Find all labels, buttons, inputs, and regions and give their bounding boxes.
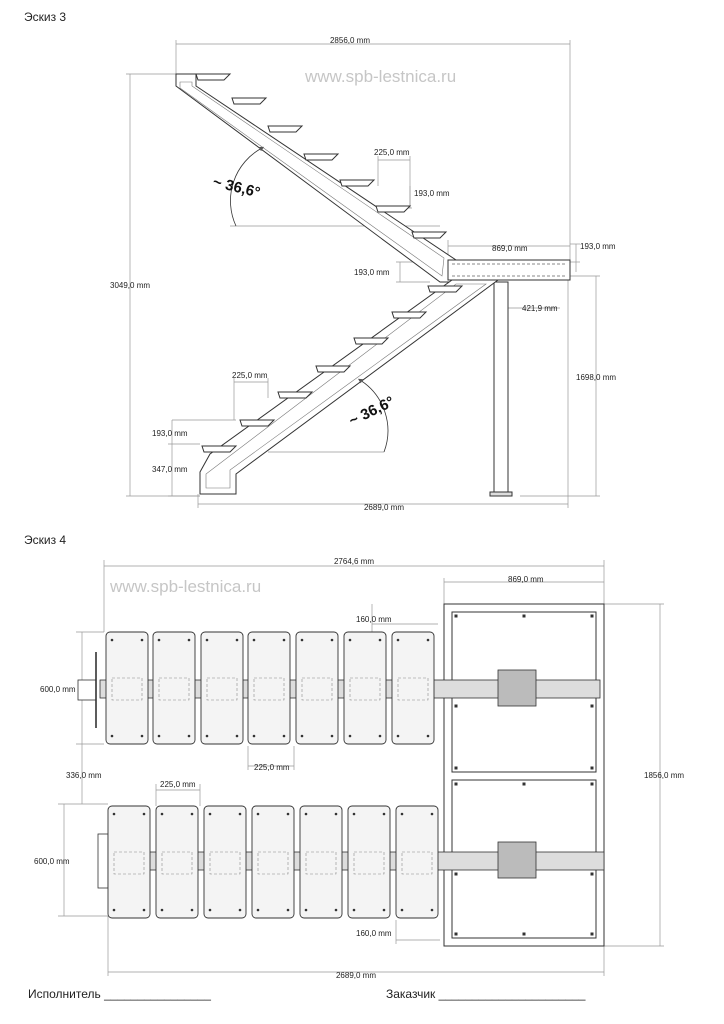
landing-bolt xyxy=(522,782,526,786)
upper-flight-tread-plate xyxy=(200,631,244,745)
sketch3-title: Эскиз 3 xyxy=(24,10,66,24)
lower-flight-tread-plate xyxy=(203,805,247,919)
upper-flight-tread-plate xyxy=(391,631,435,745)
dim-flight-width-lower: 600,0 mm xyxy=(34,857,70,866)
upper-tread xyxy=(267,125,304,133)
lower-tread xyxy=(353,337,390,345)
dim-tread-pitch-upper: 225,0 mm xyxy=(254,763,290,772)
dim-landing-thickness: 193,0 mm xyxy=(580,242,616,251)
dim-post-height: 1698,0 mm xyxy=(576,373,616,382)
sketch3-dimension-lines xyxy=(126,40,600,508)
landing-bolt xyxy=(590,614,594,618)
dim-riser-mid: 193,0 mm xyxy=(354,268,390,277)
dim-riser-upper: 193,0 mm xyxy=(414,189,450,198)
landing-bolt xyxy=(522,932,526,936)
dim-tread-lower: 225,0 mm xyxy=(232,371,268,380)
dim-total-width: 2856,0 mm xyxy=(330,36,370,45)
landing-bolt xyxy=(454,782,458,786)
landing-bolt xyxy=(590,872,594,876)
landing-bolt xyxy=(590,766,594,770)
landing-platform xyxy=(447,259,571,497)
landing-bracket-lower xyxy=(497,841,537,879)
upper-tread xyxy=(303,153,340,161)
dim-gap-bottom: 160,0 mm xyxy=(356,929,392,938)
performer-signature: Исполнитель ________________ xyxy=(28,987,211,1001)
lower-tread xyxy=(427,285,464,293)
upper-flight-tread-plate xyxy=(343,631,387,745)
upper-tread-group xyxy=(195,73,448,239)
lower-flight-tread-plate xyxy=(299,805,343,919)
landing-bolt xyxy=(590,704,594,708)
lower-stringer xyxy=(199,279,500,495)
upper-flight-tread-plate xyxy=(105,631,149,745)
lower-start-plate xyxy=(97,833,109,889)
lower-flight-tread-plate xyxy=(395,805,439,919)
upper-tread xyxy=(339,179,376,187)
sketch3-watermark: www.spb-lestnica.ru xyxy=(304,67,456,86)
dim-landing-length: 869,0 mm xyxy=(492,244,528,253)
sketch4-dimension-lines xyxy=(58,560,664,976)
upper-tread xyxy=(411,231,448,239)
landing-frame xyxy=(443,603,605,947)
lower-flight-tread-plate xyxy=(107,805,151,919)
landing-bolt xyxy=(454,766,458,770)
upper-tread xyxy=(195,73,232,81)
upper-flight-tread-plate xyxy=(247,631,291,745)
lower-tread-group xyxy=(201,285,464,453)
dim-riser-lower: 193,0 mm xyxy=(152,429,188,438)
lower-tread xyxy=(315,365,352,373)
dim-total-length: 2764,6 mm xyxy=(334,557,374,566)
landing-bolt xyxy=(590,782,594,786)
landing-bolt xyxy=(522,614,526,618)
landing-bolt xyxy=(454,872,458,876)
dim-bottom-width: 2689,0 mm xyxy=(364,503,404,512)
dim-post-offset: 421,9 mm xyxy=(522,304,558,313)
upper-flight-tread-plate xyxy=(152,631,196,745)
dim-total-height: 3049,0 mm xyxy=(110,281,150,290)
lower-tread xyxy=(277,391,314,399)
landing-bolt xyxy=(590,932,594,936)
dim-landing-height: 1856,0 mm xyxy=(644,771,684,780)
upper-tread xyxy=(375,205,412,213)
dim-base-height: 347,0 mm xyxy=(152,465,188,474)
landing-bolt xyxy=(454,614,458,618)
landing-bolt xyxy=(454,704,458,708)
landing-bolt xyxy=(454,932,458,936)
dim-between-flights: 336,0 mm xyxy=(66,771,102,780)
lower-flight-tread-plate xyxy=(155,805,199,919)
lower-flight-tread-plate xyxy=(251,805,295,919)
sketch4-watermark: www.spb-lestnica.ru xyxy=(109,577,261,596)
dim-tread-upper: 225,0 mm xyxy=(374,148,410,157)
upper-flight-tread-plate xyxy=(295,631,339,745)
lower-flight-tread-plate xyxy=(347,805,391,919)
upper-start-plate xyxy=(77,679,97,701)
lower-tread xyxy=(391,311,428,319)
angle-arc-lower xyxy=(357,378,389,453)
lower-tread xyxy=(201,445,238,453)
dim-bottom-length: 2689,0 mm xyxy=(336,971,376,980)
angle-label-upper: ~ 36,6° xyxy=(211,173,262,201)
dim-flight-width-upper: 600,0 mm xyxy=(40,685,76,694)
dim-tread-pitch-lower: 225,0 mm xyxy=(160,780,196,789)
customer-signature: Заказчик ______________________ xyxy=(386,987,586,1001)
sketch4-title: Эскиз 4 xyxy=(24,533,66,547)
angle-arc-upper xyxy=(230,146,265,227)
angle-label-lower: ~ 36,6° xyxy=(346,393,397,429)
dim-gap-top: 160,0 mm xyxy=(356,615,392,624)
plan-tread-group xyxy=(105,614,594,936)
dim-landing-width: 869,0 mm xyxy=(508,575,544,584)
landing-bracket-upper xyxy=(497,669,537,707)
lower-tread xyxy=(239,419,276,427)
upper-tread xyxy=(231,97,268,105)
